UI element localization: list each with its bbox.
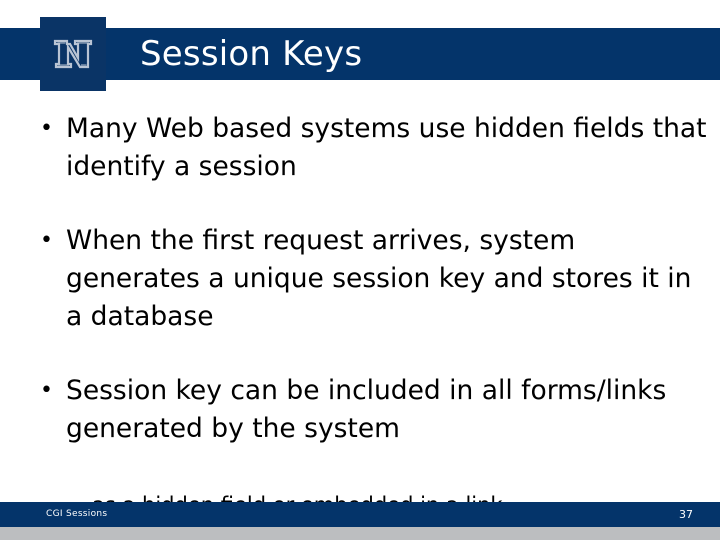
- list-item: When the first request arrives, system g…: [36, 222, 716, 336]
- page-title: Session Keys: [140, 34, 363, 74]
- footer-accent-strip: [0, 527, 720, 540]
- slide-header-bar: [0, 28, 720, 80]
- slide-footer-bar: CGI Sessions 37: [0, 502, 720, 527]
- block-n-logo-icon: [40, 17, 106, 91]
- footer-label: CGI Sessions: [46, 509, 108, 519]
- page-number: 37: [679, 508, 693, 521]
- university-logo: [40, 17, 106, 91]
- slide-body: Many Web based systems use hidden fields…: [0, 100, 720, 520]
- list-item: Session key can be included in all forms…: [36, 372, 716, 448]
- list-item: Many Web based systems use hidden fields…: [36, 110, 716, 186]
